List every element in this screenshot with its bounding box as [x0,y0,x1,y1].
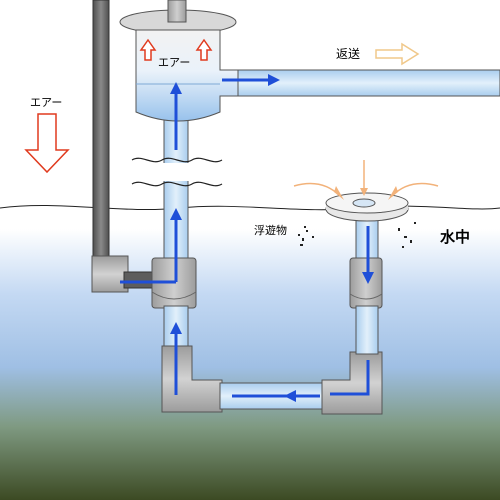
intake-tube-lower [355,305,379,355]
water-body [0,205,500,500]
intake-coupling [349,257,383,309]
return-arrow [375,42,420,66]
flow-arrowheads [170,74,374,402]
floating-debris-label: 浮遊物 [254,223,287,237]
air-exhaust-arrow-left [139,38,157,61]
underwater-label: 水中 [440,228,470,246]
air-exhaust-arrow-right [195,38,213,61]
flow-arrows [120,78,370,398]
flow-arrow-right-up [330,360,370,396]
air-pipe-elbow [91,255,129,293]
air-inflow-arrow [24,113,70,174]
air-supply-pipe [92,0,110,263]
return-label: 返送 [336,46,360,61]
skimmer-opening [352,198,376,208]
water-surface-line [0,204,500,211]
air-top-label: エアー [158,56,190,69]
return-pipe [237,69,500,97]
pipe-break-marks [131,157,223,187]
floating-debris [298,222,416,248]
air-left-label: エアー [30,96,62,109]
air-exhaust-arrows [139,38,213,61]
air-pipe-horizontal [123,271,155,289]
top-rod [167,0,187,23]
separator-body [135,29,241,122]
